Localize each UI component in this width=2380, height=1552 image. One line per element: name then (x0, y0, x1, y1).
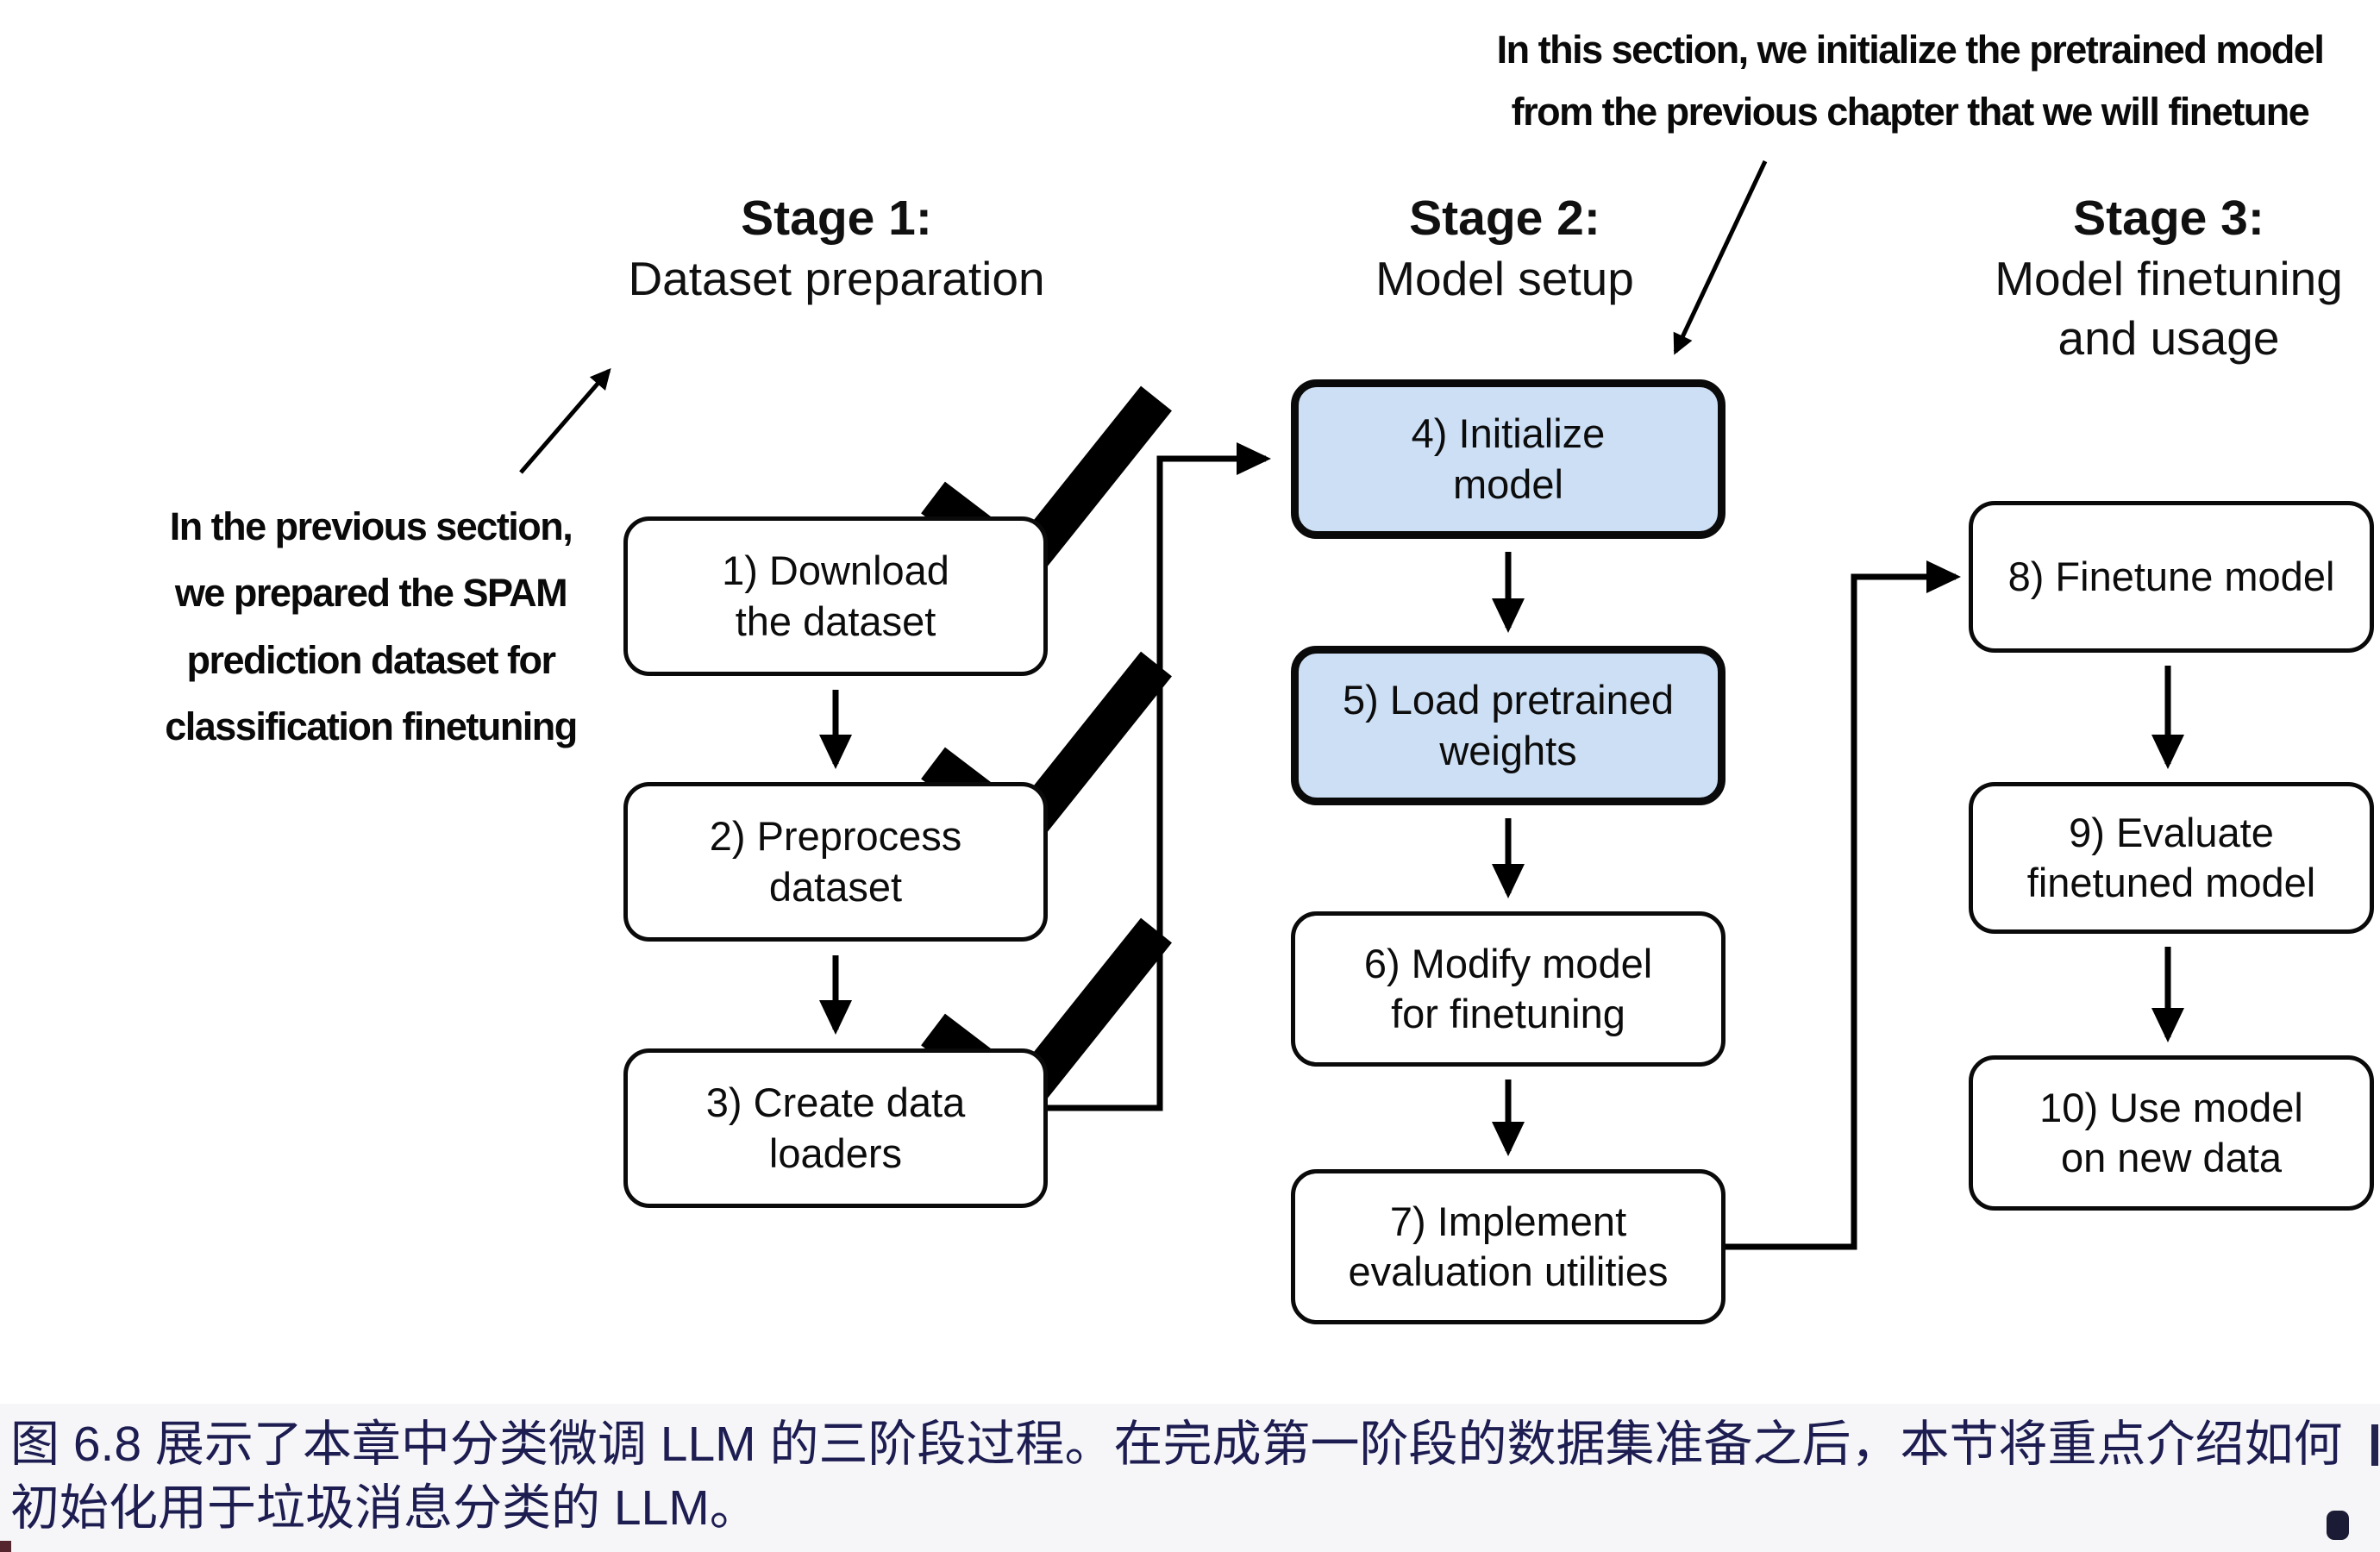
left-annotation: In the previous section, we prepared the… (165, 504, 578, 749)
step-label: 7) Implement evaluation utilities (1348, 1198, 1669, 1294)
stage-2-title: Stage 2: (1409, 191, 1600, 246)
step-box-2: 2) Preprocess dataset (623, 782, 1048, 942)
screen-edge-tick (2371, 1424, 2378, 1466)
ink-blot-mark (2327, 1511, 2349, 1540)
step-box-1: 1) Download the dataset (623, 516, 1048, 676)
step-label: 2) Preprocess dataset (709, 813, 962, 910)
top-annotation: In this section, we initialize the pretr… (1496, 28, 2325, 134)
step-box-7: 7) Implement evaluation utilities (1291, 1169, 1726, 1324)
step-label: 8) Finetune model (2007, 553, 2335, 599)
step-label: 9) Evaluate finetuned model (2026, 809, 2316, 905)
step-label: 3) Create data loaders (705, 1080, 966, 1176)
connector-step7-step8 (1726, 560, 1961, 1250)
step-box-9: 9) Evaluate finetuned model (1969, 782, 2374, 934)
corner-mark (0, 1541, 11, 1552)
stage-2-subtitle: Model setup (1375, 252, 1634, 306)
step-label: 6) Modify model for finetuning (1363, 940, 1653, 1036)
step-box-3: 3) Create data loaders (623, 1048, 1048, 1208)
left-note-arrow-icon (519, 367, 611, 474)
stage-1-header: Stage 1: Dataset preparation (561, 188, 1112, 309)
step-label: 4) Initialize model (1411, 410, 1606, 507)
caption-background (0, 1404, 2380, 1552)
stage-3-subtitle: Model finetuning and usage (1995, 252, 2343, 365)
step-box-4: 4) Initialize model (1291, 379, 1726, 539)
step-box-8: 8) Finetune model (1969, 501, 2374, 653)
stage-2-header: Stage 2: Model setup (1229, 188, 1781, 309)
step-label: 10) Use model on new data (2039, 1084, 2303, 1180)
stage-3-header: Stage 3: Model finetuning and usage (1893, 188, 2380, 368)
stage-1-title: Stage 1: (741, 191, 932, 246)
stage-3-title: Stage 3: (2073, 191, 2264, 246)
step-label: 5) Load pretrained weights (1342, 677, 1675, 773)
figure-caption: 图 6.8 展示了本章中分类微调 LLM 的三阶段过程。在完成第一阶段的数据集准… (10, 1417, 2343, 1536)
stage-1-subtitle: Dataset preparation (628, 252, 1045, 306)
step-box-10: 10) Use model on new data (1969, 1055, 2374, 1211)
step-box-5: 5) Load pretrained weights (1291, 646, 1726, 805)
step-label: 1) Download the dataset (722, 548, 949, 644)
connector-step3-step4 (1048, 442, 1271, 1111)
step-box-6: 6) Modify model for finetuning (1291, 911, 1726, 1067)
